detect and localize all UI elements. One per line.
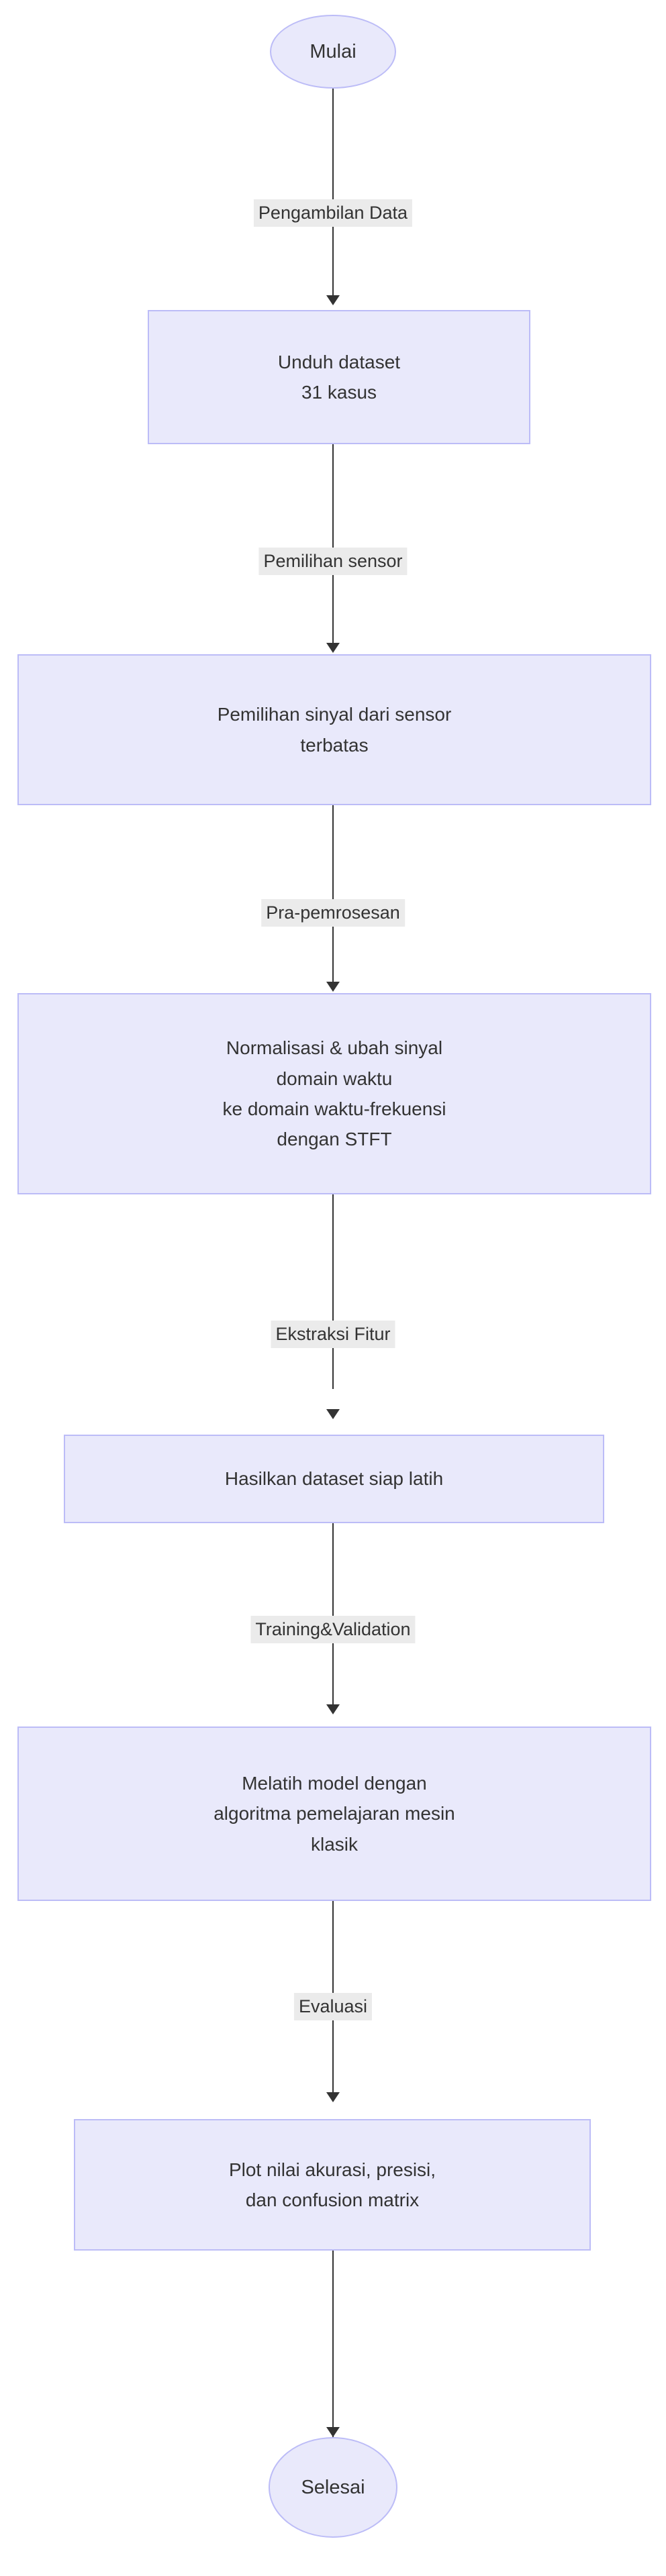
node-normalisasi-stft[interactable]: Normalisasi & ubah sinyal domain waktu k… [17,993,651,1194]
node-label-pemilihan-sinyal: Pemilihan sinyal dari sensor terbatas [217,704,452,756]
edge-line-hasilkan-to-melatih [332,1523,334,1708]
node-label-hasilkan-dataset: Hasilkan dataset siap latih [224,1468,444,1490]
node-melatih-model[interactable]: Melatih model dengan algoritma pemelajar… [17,1727,651,1901]
edge-label-pra-pemrosesan: Pra-pemrosesan [261,899,405,927]
edge-line-pemilihan-to-normalisasi [332,805,334,990]
node-label-mulai: Mulai [310,40,356,62]
node-pemilihan-sinyal[interactable]: Pemilihan sinyal dari sensor terbatas [17,654,651,805]
node-hasilkan-dataset[interactable]: Hasilkan dataset siap latih [64,1435,604,1523]
edge-arrowhead-pemilihan-to-normalisasi [326,982,340,992]
edge-line-normalisasi-to-hasilkan [332,1194,334,1389]
edge-arrowhead-plot-to-end [326,2427,340,2437]
node-start-mulai[interactable]: Mulai [270,15,396,89]
node-label-melatih-model: Melatih model dengan algoritma pemelajar… [213,1772,455,1855]
edge-arrowhead-start-to-unduh [326,295,340,305]
node-end-selesai[interactable]: Selesai [269,2437,397,2538]
edge-label-pengambilan-data: Pengambilan Data [253,199,413,227]
edge-line-unduh-to-pemilihan [332,444,334,646]
node-label-normalisasi-stft: Normalisasi & ubah sinyal domain waktu k… [222,1037,446,1150]
edge-label-pemilihan-sensor: Pemilihan sensor [258,548,408,575]
edge-label-training-validation: Training&Validation [250,1616,416,1643]
node-label-plot-metrik: Plot nilai akurasi, presisi, dan confusi… [228,2159,436,2210]
edge-arrowhead-melatih-to-plot [326,2092,340,2102]
edge-line-plot-to-end [332,2251,334,2438]
edge-label-ekstraksi-fitur: Ekstraksi Fitur [271,1321,395,1348]
node-label-unduh-dataset: Unduh dataset 31 kasus [277,351,401,403]
edge-label-evaluasi: Evaluasi [293,1993,373,2020]
node-unduh-dataset[interactable]: Unduh dataset 31 kasus [148,310,530,444]
edge-line-start-to-unduh [332,89,334,297]
edge-arrowhead-hasilkan-to-melatih [326,1704,340,1714]
node-plot-metrik[interactable]: Plot nilai akurasi, presisi, dan confusi… [74,2119,591,2251]
edge-arrowhead-unduh-to-pemilihan [326,643,340,653]
edge-arrowhead-normalisasi-to-hasilkan [326,1409,340,1419]
node-label-selesai: Selesai [301,2476,365,2498]
